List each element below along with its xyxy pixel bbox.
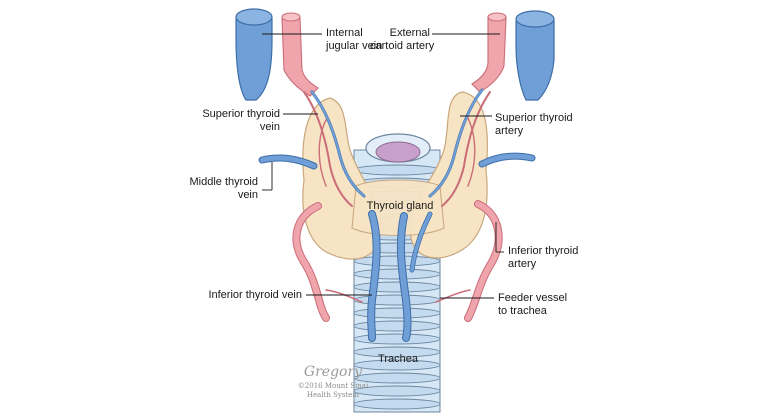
external-carotid-artery xyxy=(471,12,507,93)
left-carotid-artery xyxy=(281,12,319,97)
label-trachea: Trachea xyxy=(378,353,418,365)
label-thyroid-gland: Thyroid gland xyxy=(366,200,434,212)
trachea-ring xyxy=(353,281,441,293)
label-inferior-thyroid-vein: Inferior thyroid vein xyxy=(208,289,302,301)
label-external-carotid-artery: External cartoid artery xyxy=(370,27,435,52)
trachea-ring xyxy=(353,372,441,384)
trachea-ring xyxy=(353,164,441,176)
trachea-ring xyxy=(353,333,441,345)
label-internal-jugular-vein: Internal jugular vein xyxy=(326,27,383,52)
right-jugular-vein xyxy=(515,10,555,101)
right-inferior-thyroid-artery xyxy=(464,200,503,322)
trachea-ring xyxy=(353,268,441,280)
trachea-ring xyxy=(353,398,441,410)
label-superior-thyroid-vein: Superior thyroid vein xyxy=(202,108,280,133)
internal-jugular-vein xyxy=(235,8,273,101)
leader-lines xyxy=(262,33,504,299)
trachea-ring xyxy=(353,320,441,332)
inferior-thyroid-veins xyxy=(367,210,433,342)
superior-thyroid-vessels xyxy=(303,88,491,207)
artist-signature: Gregory ©2016 Mount Sinai Health System xyxy=(288,364,378,400)
label-superior-thyroid-artery: Superior thyroid artery xyxy=(495,112,573,137)
trachea-ring xyxy=(353,359,441,371)
label-middle-thyroid-vein: Middle thyroid vein xyxy=(189,176,258,201)
label-feeder-vessel: Feeder vessel to trachea xyxy=(498,292,568,317)
left-inferior-thyroid-artery xyxy=(292,202,330,322)
trachea-ring xyxy=(353,255,441,267)
trachea-ring xyxy=(353,385,441,397)
signature-name: Gregory xyxy=(303,364,363,380)
middle-thyroid-vein-left xyxy=(258,154,318,170)
copyright-text: ©2016 Mount Sinai Health System xyxy=(297,382,369,399)
label-inferior-thyroid-artery: Inferior thyroid artery xyxy=(508,245,579,270)
trachea-ring xyxy=(353,307,441,319)
trachea-ring xyxy=(353,346,441,358)
trachea-ring xyxy=(353,294,441,306)
middle-thyroid-vein-right xyxy=(478,152,536,168)
